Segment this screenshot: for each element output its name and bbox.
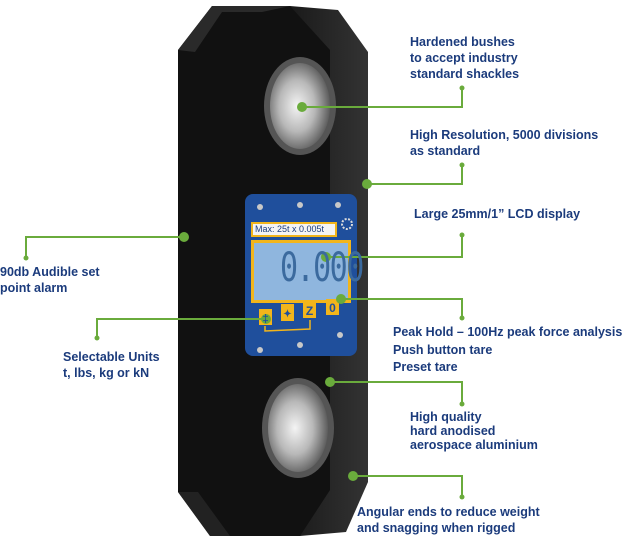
- peak-icon: ✦: [283, 309, 291, 320]
- callout-peak: Peak Hold – 100Hz peak force analysis Pu…: [393, 324, 622, 377]
- callout-text: Large 25mm/1” LCD display: [414, 207, 581, 221]
- zero-button[interactable]: [303, 302, 316, 318]
- peak-button[interactable]: [281, 304, 294, 321]
- power-icon: 0: [329, 301, 336, 315]
- callout-material: High quality hard anodised aerospace alu…: [410, 410, 538, 452]
- keypad-glyphs: ‡ ✦ Z 0: [262, 301, 336, 325]
- callout-text: 90db Audible set: [0, 265, 100, 279]
- callout-text: aerospace aluminium: [410, 438, 538, 452]
- callout-alarm: 90db Audible set point alarm: [0, 264, 100, 296]
- units-icon: ‡: [262, 313, 268, 325]
- callout-text: Hardened bushes: [410, 35, 515, 49]
- display-panel: [245, 194, 357, 356]
- callout-ends: Angular ends to reduce weight and snaggi…: [357, 504, 540, 536]
- max-capacity-label: Max: 25t x 0.005t: [255, 224, 325, 234]
- gear-icon: [341, 218, 353, 230]
- callout-text: Preset tare: [393, 360, 458, 374]
- callout-text: Peak Hold – 100Hz peak force analysis: [393, 325, 623, 339]
- callout-text: point alarm: [0, 281, 68, 295]
- power-button[interactable]: [326, 299, 339, 315]
- callout-lcd: Large 25mm/1” LCD display: [414, 206, 580, 222]
- callout-resolution: High Resolution, 5000 divisions as stand…: [410, 127, 598, 159]
- callout-bushes: Hardened bushes to accept industry stand…: [410, 34, 519, 82]
- callout-text: standard shackles: [410, 67, 520, 81]
- callout-dots: [23, 85, 465, 500]
- callout-text: High Resolution, 5000 divisions: [410, 128, 599, 142]
- lcd-reading: 0.000: [280, 245, 364, 291]
- callout-text: as standard: [410, 144, 481, 158]
- callout-text: to accept industry: [410, 51, 518, 65]
- callout-text: Angular ends to reduce weight: [357, 505, 540, 519]
- callout-text: High quality: [410, 410, 482, 424]
- callout-text: Push button tare: [393, 342, 493, 357]
- callout-text: hard anodised: [410, 424, 496, 438]
- callout-text: Selectable Units: [63, 350, 160, 364]
- callout-text: t, lbs, kg or kN: [63, 366, 150, 380]
- callout-units: Selectable Units t, lbs, kg or kN: [63, 349, 160, 381]
- callout-lines: [25, 88, 463, 497]
- zero-icon: Z: [306, 304, 313, 318]
- callout-text: and snagging when rigged: [357, 521, 516, 535]
